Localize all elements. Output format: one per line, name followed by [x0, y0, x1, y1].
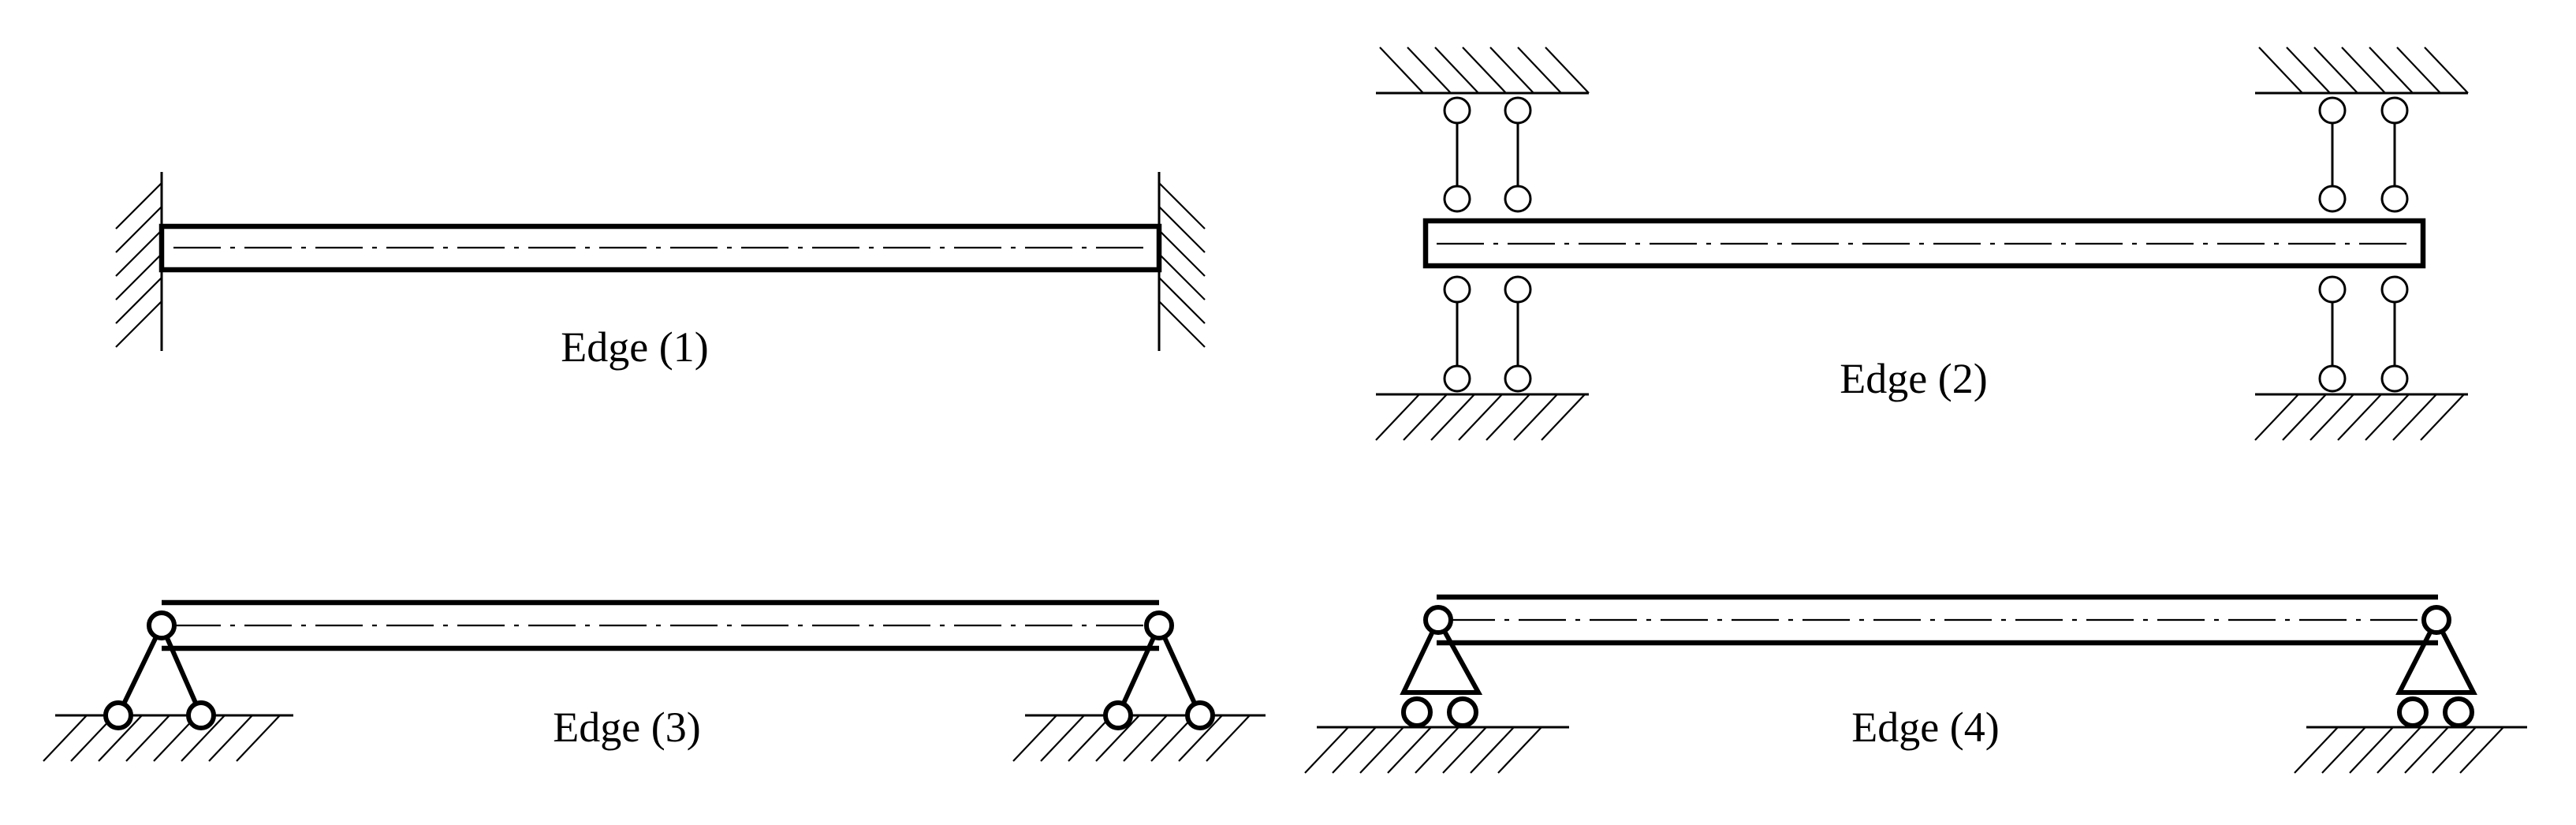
edge-3-label: Edge (3): [553, 704, 700, 751]
edge-4-right-support: [2294, 605, 2527, 774]
edge-4-beam: [1437, 594, 2438, 646]
edge-1-right-clamp: [1158, 172, 1206, 351]
edge-1-left-clamp: [115, 172, 163, 351]
edge-2-top-left-ground: [1376, 47, 1590, 95]
edge-2-top-right-ground: [2255, 47, 2469, 95]
edge-4-label: Edge (4): [1851, 704, 1999, 751]
edge-3-diagram: Edge (3): [43, 599, 1266, 762]
edge-2-right-links: [2318, 96, 2409, 393]
edge-1-label: Edge (1): [561, 323, 708, 371]
edge-2-bottom-right-ground: [2254, 393, 2468, 441]
edge-4-diagram: Edge (4): [1304, 594, 2527, 774]
edge-2-beam: [1422, 218, 2426, 269]
edge-3-right-support: [1012, 610, 1266, 762]
edge-2-diagram: Edge (2): [1375, 47, 2469, 441]
edge-4-left-support: [1304, 605, 1569, 774]
edge-2-bottom-left-ground: [1375, 393, 1589, 441]
edge-1-diagram: Edge (1): [115, 172, 1206, 371]
edge-2-label: Edge (2): [1840, 355, 1987, 402]
edge-2-left-links: [1443, 96, 1532, 393]
edge-3-left-support: [43, 610, 293, 762]
edge-3-beam: [162, 599, 1159, 651]
